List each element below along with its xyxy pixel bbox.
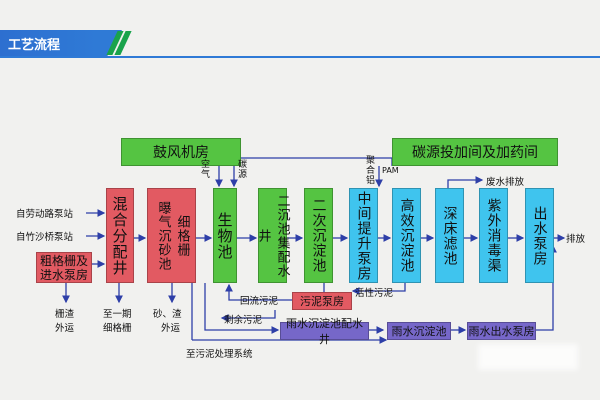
hi-eff-settling-box: 高效沉淀池: [392, 188, 421, 283]
blurred-watermark: [478, 344, 578, 370]
carbon-source-label: 碳源: [238, 160, 248, 180]
lift-pump-label: 中间提升泵房: [355, 190, 372, 281]
effluent-pump-box: 出水泵房: [525, 188, 554, 283]
flow-arrow: [351, 283, 406, 295]
bio-tank-box: 生物池: [213, 188, 237, 283]
secondary-distrib-label: 二沉池集配水井: [255, 193, 290, 278]
fine-screen-label: 细格栅: [174, 214, 190, 257]
coarse-screen-label: 粗格栅及进水泵房: [39, 253, 88, 282]
aerated-grit-label: 曝气沉砂池: [155, 200, 171, 271]
return-sludge-label: 回流污泥: [240, 296, 279, 307]
hi-eff-settling-label: 高效沉淀池: [398, 198, 415, 273]
sludge-pump-box: 污泥泵房: [292, 292, 352, 310]
discharge-label: 排放: [566, 234, 586, 245]
lift-pump-box: 中间提升泵房: [349, 188, 378, 283]
mixing-well-label: 混合分配井: [110, 195, 129, 276]
flow-arrow: [225, 283, 292, 301]
effluent-pump-label: 出水泵房: [531, 205, 548, 266]
excess-sludge-label: 剩余污泥: [224, 315, 263, 326]
flow-arrow: [204, 283, 280, 334]
flow-arrow: [447, 176, 484, 188]
to-phase1-label: 细格栅: [103, 323, 132, 334]
grit-label: 砂、渣: [153, 309, 182, 320]
uv-channel-label: 紫外消毒渠: [485, 198, 502, 273]
rain-settling-label: 雨水沉淀池: [391, 325, 447, 338]
secondary-clarifier-label: 二次沉淀池: [310, 198, 327, 273]
waste-water-label: 废水排放: [486, 177, 525, 188]
carbon-dosing-box: 碳源投加间及加药间: [392, 138, 558, 166]
blower-room-label: 鼓风机房: [153, 145, 209, 161]
deep-filter-label: 深床滤池: [441, 205, 458, 266]
section-header: 工艺流程: [0, 30, 122, 56]
screenings-label: 栅渣: [55, 309, 75, 320]
bio-tank-label: 生物池: [215, 211, 234, 260]
rain-settling-box: 雨水沉淀池: [387, 322, 451, 340]
rain-pump-label: 雨水出水泵房: [468, 325, 535, 338]
inflow-label: 自竹沙桥泵站: [16, 232, 74, 243]
inflow-label: 自劳动路泵站: [16, 209, 74, 220]
deep-filter-box: 深床滤池: [435, 188, 464, 283]
section-title: 工艺流程: [8, 38, 61, 53]
to-sludge-treatment-label: 至污泥处理系统: [186, 349, 253, 360]
sludge-pump-label: 污泥泵房: [300, 295, 344, 308]
flow-arrow: [220, 310, 276, 322]
rain-distrib-box: 雨水沉淀池配水井: [280, 317, 369, 346]
to-phase1-label: 至一期: [103, 309, 132, 320]
mixing-well-box: 混合分配井: [106, 188, 134, 283]
air-label: 空气: [201, 160, 211, 180]
rain-pump-box: 雨水出水泵房: [467, 322, 536, 340]
secondary-clarifier-box: 二次沉淀池: [304, 188, 333, 283]
uv-channel-box: 紫外消毒渠: [479, 188, 508, 283]
active-sludge-label: 活性污泥: [355, 288, 394, 299]
coarse-screen-box: 粗格栅及进水泵房: [36, 252, 92, 283]
screenings-label: 外运: [55, 323, 75, 334]
secondary-distrib-box: 二沉池集配水井: [256, 188, 290, 283]
coagulant-label: 聚合铝: [366, 156, 376, 186]
grit-label: 外运: [161, 323, 181, 334]
carbon-dosing-label: 碳源投加间及加药间: [412, 145, 538, 161]
screen-grit-box: 曝气沉砂池 细格栅: [147, 188, 196, 283]
pam-label: PAM: [382, 166, 399, 175]
rain-distrib-label: 雨水沉淀池配水井: [286, 317, 363, 346]
blower-room-box: 鼓风机房: [121, 138, 241, 166]
header-underline: [0, 56, 600, 58]
